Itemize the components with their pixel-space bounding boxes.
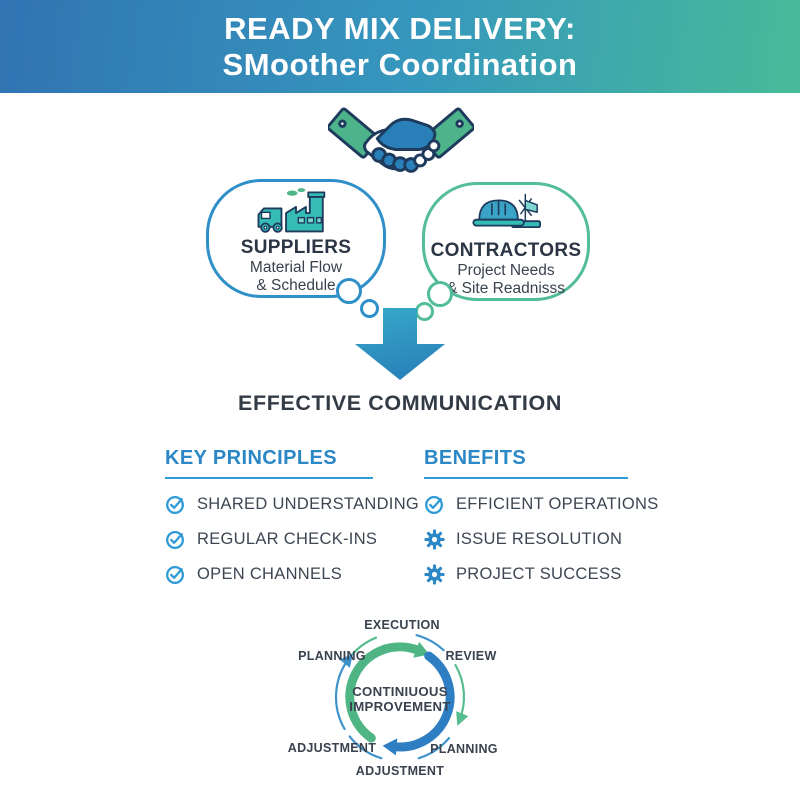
cycle-arc-blue xyxy=(391,651,455,752)
contractors-bubble: CONTRACTORS Project Needs & Site Readnis… xyxy=(415,182,590,321)
list-item: SHARED UNDERSTANDING xyxy=(165,493,419,515)
contractors-subtitle-1: Project Needs xyxy=(457,262,555,279)
cycle-label-adjustment-bottom: ADJUSTMENT xyxy=(356,764,444,778)
connector-top-right xyxy=(415,634,445,652)
principle-label: OPEN CHANNELS xyxy=(197,564,343,583)
check-circle-icon xyxy=(166,565,184,584)
effective-communication-label: EFFECTIVE COMMUNICATION xyxy=(238,391,562,415)
key-principles-title: KEY PRINCIPLES xyxy=(165,447,373,479)
list-item: PROJECT SUCCESS xyxy=(424,563,628,585)
page-title-line2: SMoother Coordination xyxy=(222,46,578,82)
thought-tail-bump xyxy=(336,278,362,304)
suppliers-title: SUPPLIERS xyxy=(240,237,352,258)
principle-label: SHARED UNDERSTANDING xyxy=(197,494,420,513)
cycle-label-review: REVIEW xyxy=(445,649,496,663)
list-item: OPEN CHANNELS xyxy=(165,563,373,585)
list-item: ISSUE RESOLUTION xyxy=(424,528,628,550)
suppliers-subtitle-1: Material Flow xyxy=(249,259,343,276)
gear-icon xyxy=(424,563,445,585)
connector-left-arrow xyxy=(334,653,353,731)
cycle-center-line1: CONTINIUOUS xyxy=(352,684,448,699)
cycle-arrowhead-blue xyxy=(382,738,398,756)
suppliers-subtitle-2: & Schedule xyxy=(256,277,336,294)
benefits-title: BENEFITS xyxy=(424,447,628,479)
header-banner: READY MIX DELIVERY: SMoother Coordinatio… xyxy=(0,0,800,93)
contractors-title: CONTRACTORS xyxy=(430,240,582,261)
thought-tail-bump xyxy=(427,281,453,307)
cycle-label-execution: EXECUTION xyxy=(364,618,440,632)
contractors-subtitle-2: & Site Readnisss xyxy=(446,280,566,297)
cycle-arc-green xyxy=(345,642,422,743)
check-circle-icon xyxy=(166,530,184,549)
check-circle-icon xyxy=(425,495,443,514)
cycle-center-line2: IMPROVEMENT xyxy=(349,699,450,714)
benefit-label: EFFICIENT OPERATIONS xyxy=(456,494,659,513)
page-title-line1: READY MIX DELIVERY: xyxy=(224,10,576,46)
principle-label: REGULAR CHECK-INS xyxy=(197,529,378,548)
list-item: REGULAR CHECK-INS xyxy=(165,528,377,550)
list-item: EFFICIENT OPERATIONS xyxy=(424,493,658,515)
key-principles-section: KEY PRINCIPLES SHARED UNDERSTANDING REGU… xyxy=(165,447,419,598)
connector-right-arrow xyxy=(454,663,469,726)
handshake-icon xyxy=(326,102,476,197)
check-circle-icon xyxy=(166,495,184,514)
hardhat-crane-icon xyxy=(472,193,542,229)
cycle-label-planning-left: PLANNING xyxy=(298,649,366,663)
gear-icon xyxy=(424,528,445,550)
suppliers-bubble: SUPPLIERS Material Flow & Schedule xyxy=(206,179,386,318)
benefit-label: PROJECT SUCCESS xyxy=(456,564,622,583)
benefit-label: ISSUE RESOLUTION xyxy=(456,529,623,548)
connector-bottom-left xyxy=(348,735,383,760)
continuous-improvement-cycle: EXECUTION REVIEW PLANNING ADJUSTMENT ADJ… xyxy=(270,603,530,800)
down-arrow-icon xyxy=(352,308,448,387)
cycle-label-adjustment-left: ADJUSTMENT xyxy=(288,741,376,755)
cycle-label-planning-right: PLANNING xyxy=(430,742,498,756)
thought-tail-dot xyxy=(360,299,379,318)
benefits-section: BENEFITS EFFICIENT OPERATIONS xyxy=(424,447,658,598)
connector-bottom-right xyxy=(417,737,451,760)
truck-factory-icon xyxy=(257,188,326,233)
